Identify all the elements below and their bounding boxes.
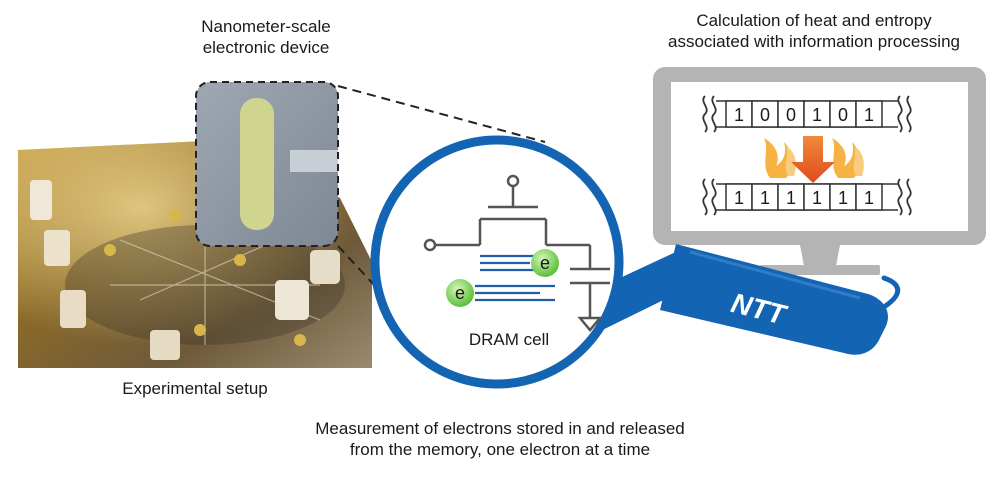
dram-cell-label: DRAM cell	[469, 330, 549, 349]
bit-value: 1	[760, 188, 770, 208]
bit-cell	[855, 183, 883, 211]
bit-cell	[751, 183, 779, 211]
heat-caption-line-2: associated with information processing	[668, 32, 960, 51]
device-caption-line-2: electronic device	[202, 38, 330, 57]
electron-1: e	[531, 249, 559, 277]
electron-symbol: e	[455, 283, 465, 303]
bit-cell	[803, 100, 831, 128]
device-caption: Nanometer-scale electronic device	[176, 16, 356, 58]
heat-caption: Calculation of heat and entropy associat…	[630, 10, 998, 52]
electron-channel-lines	[475, 254, 555, 302]
heat-flames-icon	[764, 138, 864, 178]
bit-cell	[855, 100, 883, 128]
bit-value: 1	[838, 188, 848, 208]
measurement-caption-line-1: Measurement of electrons stored in and r…	[315, 419, 685, 438]
bit-value: 0	[838, 105, 848, 125]
bit-value: 1	[734, 105, 744, 125]
nanodevice-image	[195, 81, 339, 247]
measurement-caption-line-2: from the memory, one electron at a time	[349, 440, 651, 459]
bit-value: 1	[812, 188, 822, 208]
bit-cell	[725, 183, 753, 211]
bit-cell	[725, 100, 753, 128]
bit-value: 1	[864, 188, 874, 208]
bit-value: 0	[760, 105, 770, 125]
device-caption-line-1: Nanometer-scale	[201, 17, 331, 36]
bit-cell	[829, 183, 857, 211]
bit-value: 1	[812, 105, 822, 125]
bit-value: 1	[734, 188, 744, 208]
bit-value: 1	[864, 105, 874, 125]
bit-value: 1	[786, 188, 796, 208]
bit-cell	[829, 100, 857, 128]
electron-2: e	[446, 279, 474, 307]
bit-cell	[803, 183, 831, 211]
bit-value: 0	[786, 105, 796, 125]
zoom-line-top	[337, 85, 546, 143]
erase-arrow-icon	[791, 136, 835, 183]
measurement-caption: Measurement of electrons stored in and r…	[280, 418, 720, 460]
bit-cell	[751, 100, 779, 128]
setup-caption: Experimental setup	[122, 379, 268, 398]
heat-caption-line-1: Calculation of heat and entropy	[696, 11, 932, 30]
dram-cell-schematic	[423, 174, 610, 332]
electron-symbol: e	[540, 253, 550, 273]
